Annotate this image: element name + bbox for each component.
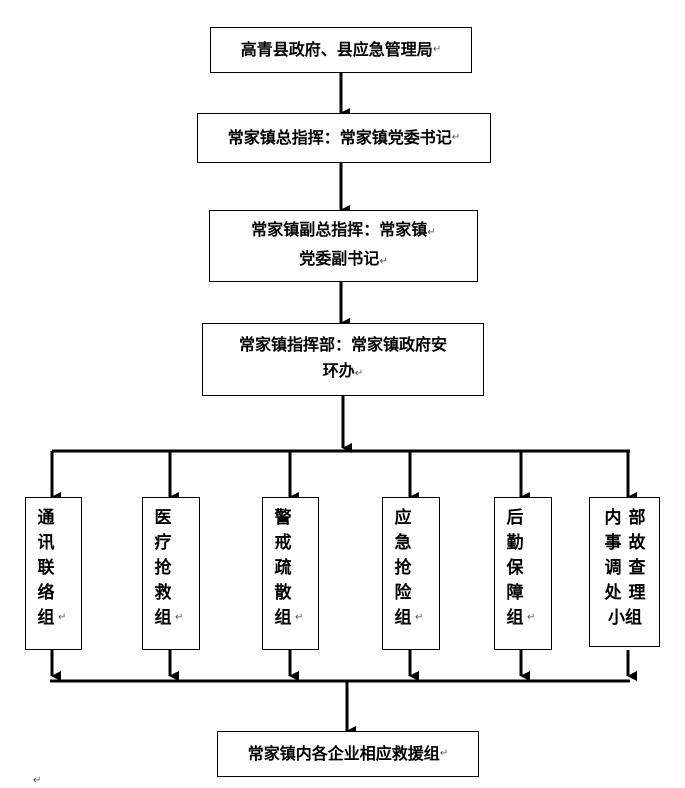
top-box: 高青县政府、县应急管理局↵ bbox=[210, 27, 472, 73]
hq-box: 常家镇指挥部：常家镇政府安 环办↵ bbox=[202, 323, 484, 396]
return-mark-icon: ↵ bbox=[415, 612, 424, 623]
return-mark-icon: ↵ bbox=[58, 612, 67, 623]
return-mark-icon: ↵ bbox=[379, 256, 388, 267]
group-6-col2: 部故查理 bbox=[628, 508, 646, 603]
bottom-box-text: 常家镇内各企业相应救援组 bbox=[247, 744, 440, 763]
return-mark-icon: ↵ bbox=[175, 612, 184, 623]
group-box-6: 内事调处 部故查理 小组 bbox=[589, 497, 660, 647]
top-box-text: 高青县政府、县应急管理局 bbox=[240, 40, 433, 59]
group-1-label: 通讯联络组 bbox=[37, 508, 55, 628]
group-box-3: 警戒疏散组 ↵ bbox=[262, 497, 319, 650]
group-3-label: 警戒疏散组 bbox=[274, 508, 292, 628]
return-mark-icon: ↵ bbox=[432, 44, 442, 55]
deputy-text-line1: 常家镇副总指挥：常家镇 bbox=[251, 220, 428, 239]
return-mark-icon: ↵ bbox=[439, 748, 449, 759]
commander-box: 常家镇总指挥：常家镇党委书记↵ bbox=[197, 113, 491, 163]
group-5-label: 后勤保障组 bbox=[506, 508, 524, 628]
group-2-label: 医疗抢救组 bbox=[154, 508, 172, 628]
return-mark-icon: ↵ bbox=[527, 612, 536, 623]
deputy-box: 常家镇副总指挥：常家镇↵ 党委副书记↵ bbox=[209, 210, 478, 282]
group-6-col1: 内事调处 bbox=[604, 508, 622, 603]
group-6-tail: 小组 bbox=[608, 608, 642, 628]
return-mark-icon: ↵ bbox=[451, 132, 461, 143]
group-box-1: 通讯联络组 ↵ bbox=[25, 497, 82, 650]
return-mark-icon: ↵ bbox=[295, 612, 304, 623]
hq-text-line1: 常家镇指挥部：常家镇政府安 bbox=[238, 335, 447, 354]
group-box-4: 应急抢险组 ↵ bbox=[382, 497, 440, 650]
group-box-2: 医疗抢救组 ↵ bbox=[142, 497, 200, 650]
hq-text-line2: 环办 bbox=[322, 361, 355, 380]
return-mark-icon: ↵ bbox=[427, 227, 436, 238]
deputy-text-line2: 党委副书记 bbox=[299, 249, 380, 268]
group-box-5: 后勤保障组 ↵ bbox=[494, 497, 552, 650]
commander-text: 常家镇总指挥：常家镇党委书记 bbox=[227, 128, 452, 147]
return-mark-icon: ↵ bbox=[33, 775, 42, 786]
bottom-box: 常家镇内各企业相应救援组↵ bbox=[217, 731, 479, 777]
return-mark-icon: ↵ bbox=[354, 368, 364, 379]
group-4-label: 应急抢险组 bbox=[394, 508, 412, 628]
